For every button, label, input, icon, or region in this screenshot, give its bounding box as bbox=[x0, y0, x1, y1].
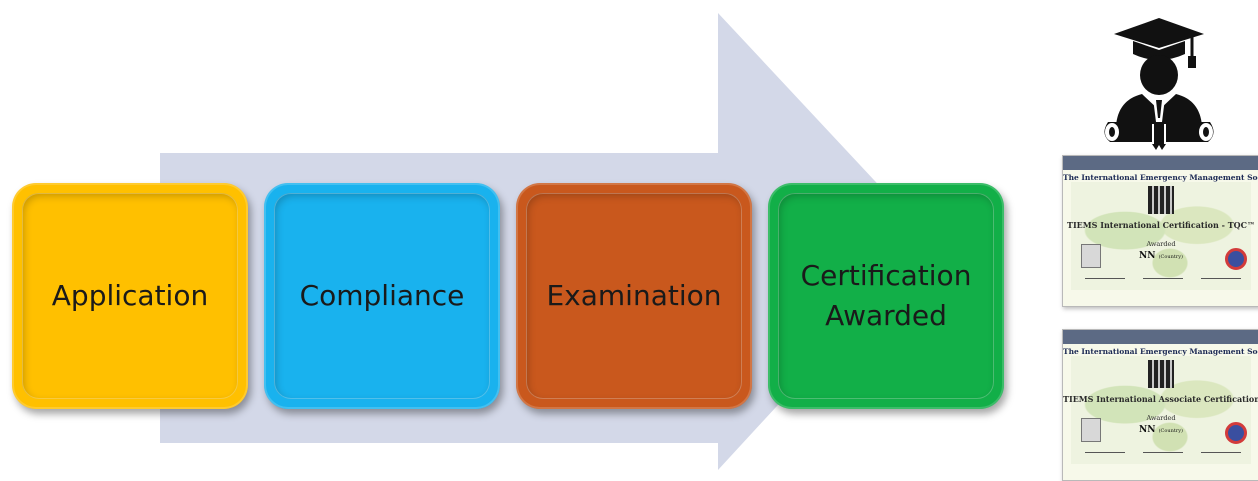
graduate-diploma-icon bbox=[1104, 18, 1214, 150]
step-application: Application bbox=[12, 183, 248, 409]
recipient-photo bbox=[1081, 418, 1101, 442]
tiems-logo bbox=[1148, 360, 1174, 388]
signature-line bbox=[1201, 278, 1241, 279]
signature-line bbox=[1085, 452, 1125, 453]
certificate-header-bar bbox=[1063, 156, 1258, 170]
certificate-awarded: Awarded bbox=[1146, 414, 1176, 422]
certificate-name: NN (Country) bbox=[1063, 251, 1258, 261]
certificate-title: TIEMS International Certification - TQC™ bbox=[1066, 220, 1255, 230]
step-label: Examination bbox=[546, 279, 722, 312]
certificate-seal bbox=[1225, 248, 1247, 270]
certificate-title: TIEMS International Associate Certificat… bbox=[1063, 394, 1258, 404]
recipient-name: NN bbox=[1139, 251, 1156, 261]
recipient-name: NN bbox=[1139, 425, 1156, 435]
step-label: Compliance bbox=[299, 279, 465, 312]
certificate-society: The International Emergency Management S… bbox=[1063, 347, 1258, 356]
signature-line bbox=[1143, 452, 1183, 453]
signature-line bbox=[1085, 278, 1125, 279]
step-examination: Examination bbox=[516, 183, 752, 409]
certificate-awarded: Awarded bbox=[1146, 240, 1176, 248]
recipient-photo bbox=[1081, 244, 1101, 268]
certificate-seal bbox=[1225, 422, 1247, 444]
step-certification-awarded: Certification Awarded bbox=[768, 183, 1004, 409]
certificate-tqc: The International Emergency Management S… bbox=[1062, 155, 1258, 307]
step-label: Certification Awarded bbox=[800, 259, 972, 332]
signature-line bbox=[1143, 278, 1183, 279]
recipient-country: (Country) bbox=[1158, 254, 1183, 260]
certificate-header-bar bbox=[1063, 330, 1258, 344]
recipient-country: (Country) bbox=[1158, 428, 1183, 434]
signature-line bbox=[1201, 452, 1241, 453]
tiems-logo bbox=[1148, 186, 1174, 214]
certificate-name: NN (Country) bbox=[1063, 425, 1258, 435]
step-label: Application bbox=[51, 279, 209, 312]
step-compliance: Compliance bbox=[264, 183, 500, 409]
certificate-society: The International Emergency Management S… bbox=[1063, 173, 1258, 182]
certificate-tqac: The International Emergency Management S… bbox=[1062, 329, 1258, 481]
